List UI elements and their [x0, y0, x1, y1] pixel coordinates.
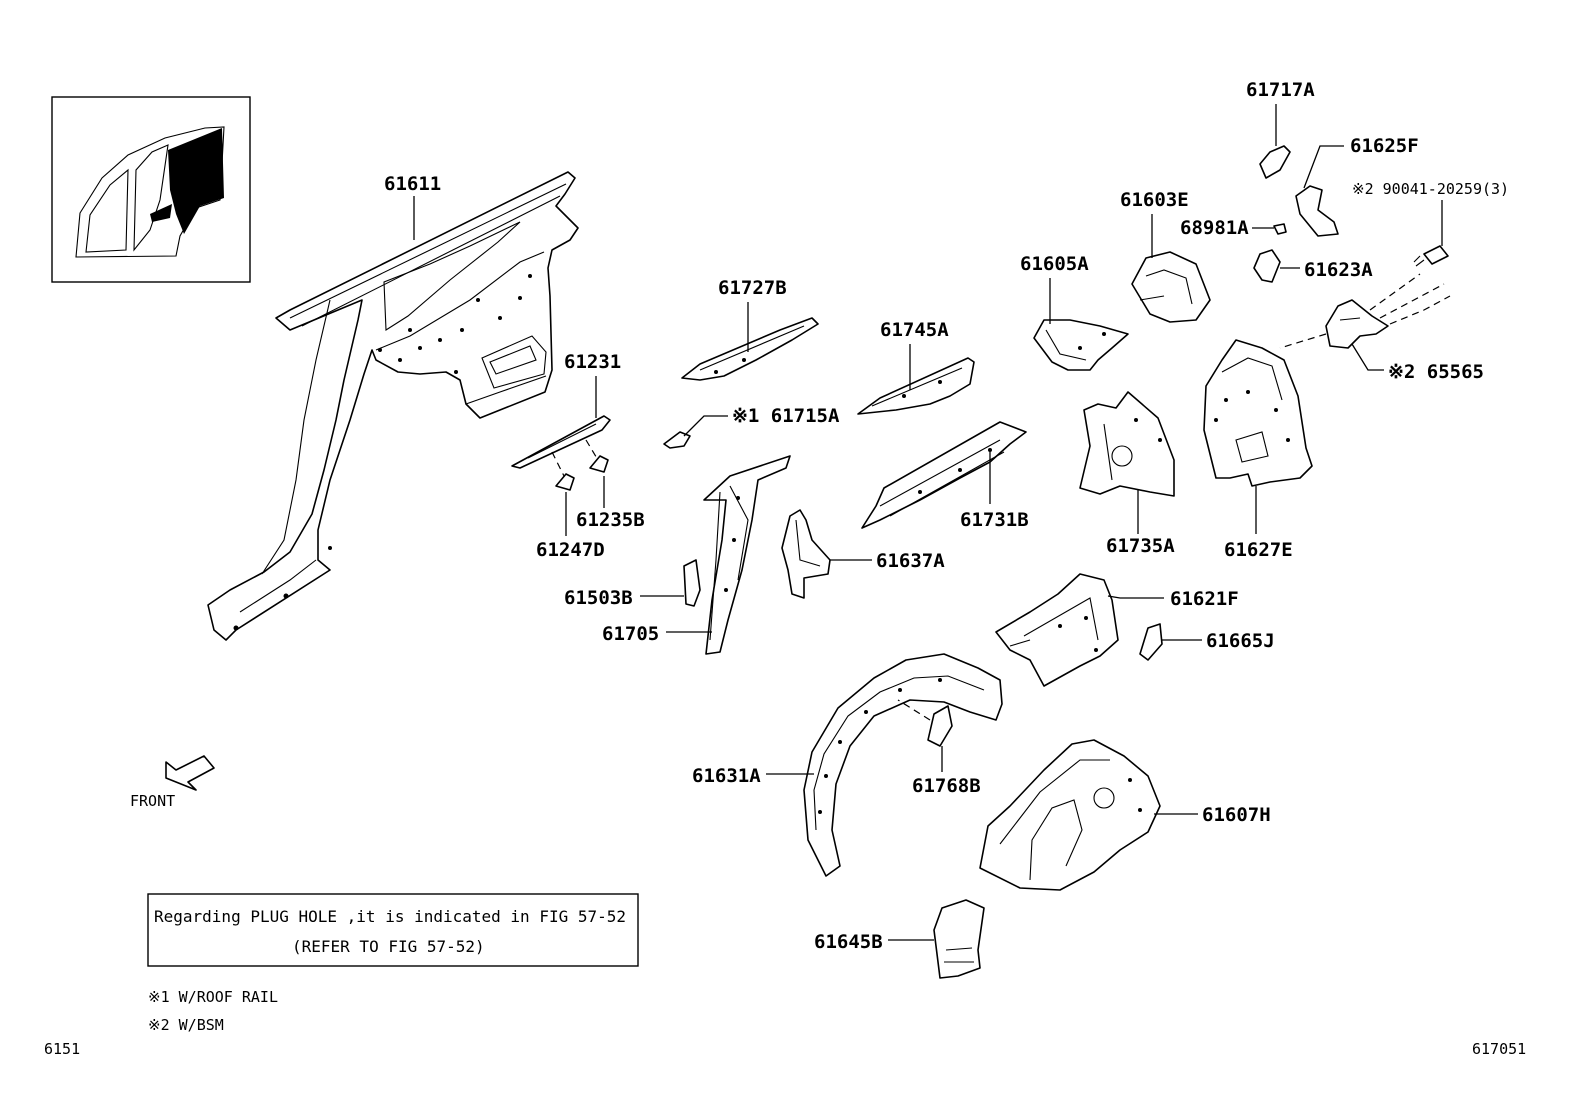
callout-61727B: 61727B: [718, 277, 787, 299]
bracket-61717A: [1259, 145, 1291, 179]
callout-61627E: 61627E: [1224, 539, 1293, 561]
callout-61745A: 61745A: [880, 319, 949, 341]
callout-61768B: 61768B: [912, 775, 981, 797]
rail-61745A: [857, 357, 975, 415]
clip-68981A: [1273, 223, 1287, 235]
panel-61605A: [1033, 319, 1129, 371]
side-outer-panel-61611: [207, 171, 579, 641]
bracket-61623A: [1253, 249, 1281, 283]
callout-61235B: 61235B: [576, 509, 645, 531]
panel-61621F: [995, 573, 1119, 687]
callout-61731B: 61731B: [960, 509, 1029, 531]
quarter-inner-61627E: [1203, 339, 1313, 487]
callout-61231: 61231: [564, 351, 621, 373]
front-label: FRONT: [130, 792, 175, 810]
sensor-bracket-65565: [1279, 273, 1451, 349]
footnote-2: ※2 W/BSM: [148, 1016, 224, 1034]
callout-61621F: 61621F: [1170, 588, 1239, 610]
callout-61605A: 61605A: [1020, 253, 1089, 275]
wheelhouse-inner-61735A: [1079, 391, 1175, 497]
note-line-2: (REFER TO FIG 57-52): [292, 937, 485, 956]
callout-61607H: 61607H: [1202, 804, 1271, 826]
bracket-61665J: [1139, 623, 1163, 661]
callout-68981A: 68981A: [1180, 217, 1249, 239]
pillar-61705: [703, 455, 791, 655]
front-direction-arrow: FRONT: [130, 755, 215, 810]
callout-90041-20259: ※2 90041-20259(3): [1352, 180, 1509, 198]
callout-61717A: 61717A: [1246, 79, 1315, 101]
callout-61611: 61611: [384, 173, 441, 195]
callout-61503B: 61503B: [564, 587, 633, 609]
callout-61715A: ※1 61715A: [732, 405, 840, 427]
bracket-61645B: [933, 899, 985, 979]
callout-61623A: 61623A: [1304, 259, 1373, 281]
bracket-61715A: [663, 415, 728, 449]
bracket-61231: [511, 415, 611, 491]
callout-61665J: 61665J: [1206, 630, 1275, 652]
wheelhouse-outer-61631A: [803, 653, 1003, 877]
rail-61727B: [681, 317, 819, 381]
corner-label-left: 6151: [44, 1040, 80, 1058]
callout-61603E: 61603E: [1120, 189, 1189, 211]
rail-61731B: [861, 421, 1027, 529]
wheelhouse-61607H: [979, 739, 1161, 891]
bolt-90041-20259: [1413, 200, 1449, 267]
note-line-1: Regarding PLUG HOLE ,it is indicated in …: [154, 907, 626, 926]
callout-61625F: 61625F: [1350, 135, 1419, 157]
callout-61637A: 61637A: [876, 550, 945, 572]
callout-61735A: 61735A: [1106, 535, 1175, 557]
bracket-61625F: [1295, 145, 1344, 237]
callout-61247D: 61247D: [536, 539, 605, 561]
panel-61603E: [1131, 251, 1211, 323]
bracket-61768B: [897, 699, 953, 747]
callout-65565: ※2 65565: [1388, 361, 1484, 383]
footnote-1: ※1 W/ROOF RAIL: [148, 988, 278, 1006]
callout-61631A: 61631A: [692, 765, 761, 787]
vehicle-locator-inset: [51, 96, 251, 283]
plug-hole-note: Regarding PLUG HOLE ,it is indicated in …: [147, 893, 639, 967]
callout-61705: 61705: [602, 623, 659, 645]
reinforcement-61637A: [781, 509, 831, 599]
bracket-61503B: [683, 559, 701, 607]
corner-label-right: 617051: [1472, 1040, 1526, 1058]
callout-61645B: 61645B: [814, 931, 883, 953]
